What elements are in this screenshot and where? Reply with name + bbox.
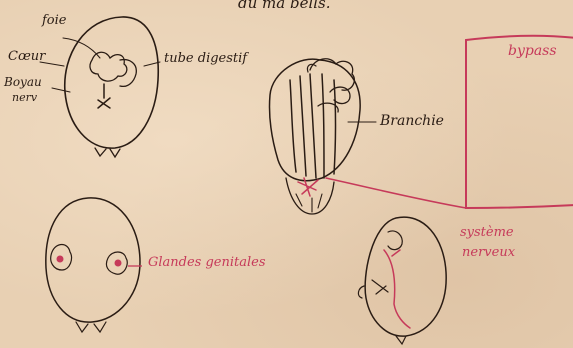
label-coeur: Cœur — [8, 50, 45, 63]
organism-glands-sketch — [46, 198, 140, 332]
label-nerveux: nerveux — [462, 246, 515, 259]
organism-branchie-sketch — [269, 59, 376, 214]
label-systeme: système — [460, 226, 514, 239]
label-boyau-line2: nerv — [12, 92, 37, 103]
organism-nervous-sketch — [358, 217, 446, 344]
title-fragment: du ma bells. — [238, 0, 331, 11]
label-foie: foie — [42, 14, 67, 27]
label-bypass: bypass — [508, 44, 557, 58]
red-annotation-marks — [298, 178, 466, 208]
label-branchie: Branchie — [380, 114, 444, 128]
nerve-red-marks — [384, 250, 410, 328]
organism-digestive-sketch — [40, 17, 160, 157]
label-tube-digestif: tube digestif — [164, 52, 247, 65]
label-glandes-genitales: Glandes genitales — [148, 256, 266, 269]
bypass-frame — [466, 36, 573, 208]
label-boyau: Boyau — [4, 76, 42, 88]
